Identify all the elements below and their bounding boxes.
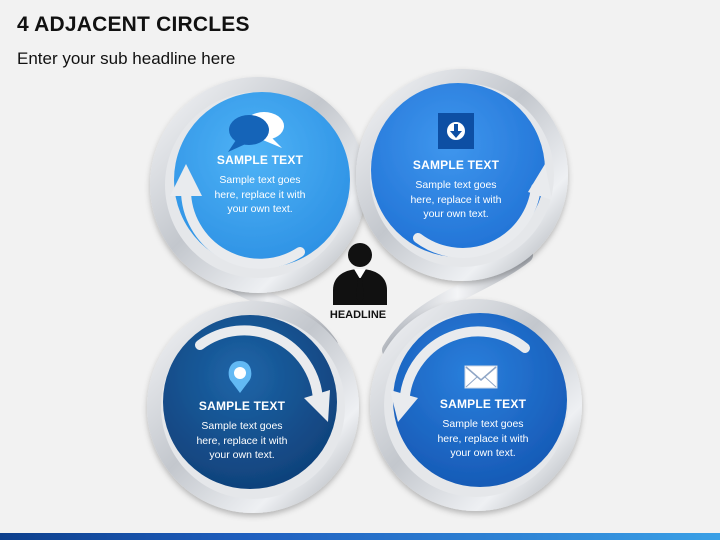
circle-body-line: here, replace it with — [196, 434, 288, 447]
circle-heading: SAMPLE TEXT — [198, 399, 286, 413]
circle-body-line: Sample text goes — [219, 174, 301, 186]
circle-body-line: here, replace it with — [410, 193, 502, 206]
page-subtitle: Enter your sub headline here — [17, 49, 236, 68]
circle-text-top-left: SAMPLE TEXT Sample text goes here, repla… — [195, 153, 325, 217]
download-icon — [438, 113, 474, 149]
page-title: 4 ADJACENT CIRCLES — [17, 13, 250, 36]
circle-body-line: Sample text goes — [442, 418, 524, 430]
arrow-top-right — [413, 164, 552, 258]
circle-body-line: Sample text goes — [415, 179, 497, 191]
circle-heading: SAMPLE TEXT — [412, 158, 500, 172]
circle-body-line: your own text. — [209, 449, 275, 461]
circle-heading: SAMPLE TEXT — [439, 397, 527, 411]
circle-text-bottom-left: SAMPLE TEXT Sample text goes here, repla… — [177, 399, 307, 463]
circle-body-line: your own text. — [227, 203, 293, 215]
circle-bottom-right — [370, 299, 582, 511]
arrow-bottom-left — [195, 325, 330, 422]
envelope-icon — [464, 365, 498, 389]
businessman-icon — [333, 243, 387, 305]
center-headline-label: HEADLINE — [329, 309, 387, 321]
circle-body-line: Sample text goes — [201, 420, 283, 432]
circle-text-top-right: SAMPLE TEXT Sample text goes here, repla… — [391, 158, 521, 222]
circle-body-line: here, replace it with — [437, 432, 529, 445]
arrow-top-left — [170, 164, 305, 269]
circle-body-line: here, replace it with — [214, 188, 306, 201]
circle-bottom-left — [147, 301, 359, 513]
circle-body-line: your own text. — [450, 447, 516, 459]
circle-heading: SAMPLE TEXT — [216, 153, 304, 167]
footer-accent-bar — [0, 533, 720, 540]
location-pin-icon — [228, 361, 252, 393]
speech-bubbles-icon — [228, 112, 284, 152]
circle-body-line: your own text. — [423, 208, 489, 220]
circle-text-bottom-right: SAMPLE TEXT Sample text goes here, repla… — [418, 397, 548, 461]
arrow-bottom-right — [390, 326, 530, 422]
